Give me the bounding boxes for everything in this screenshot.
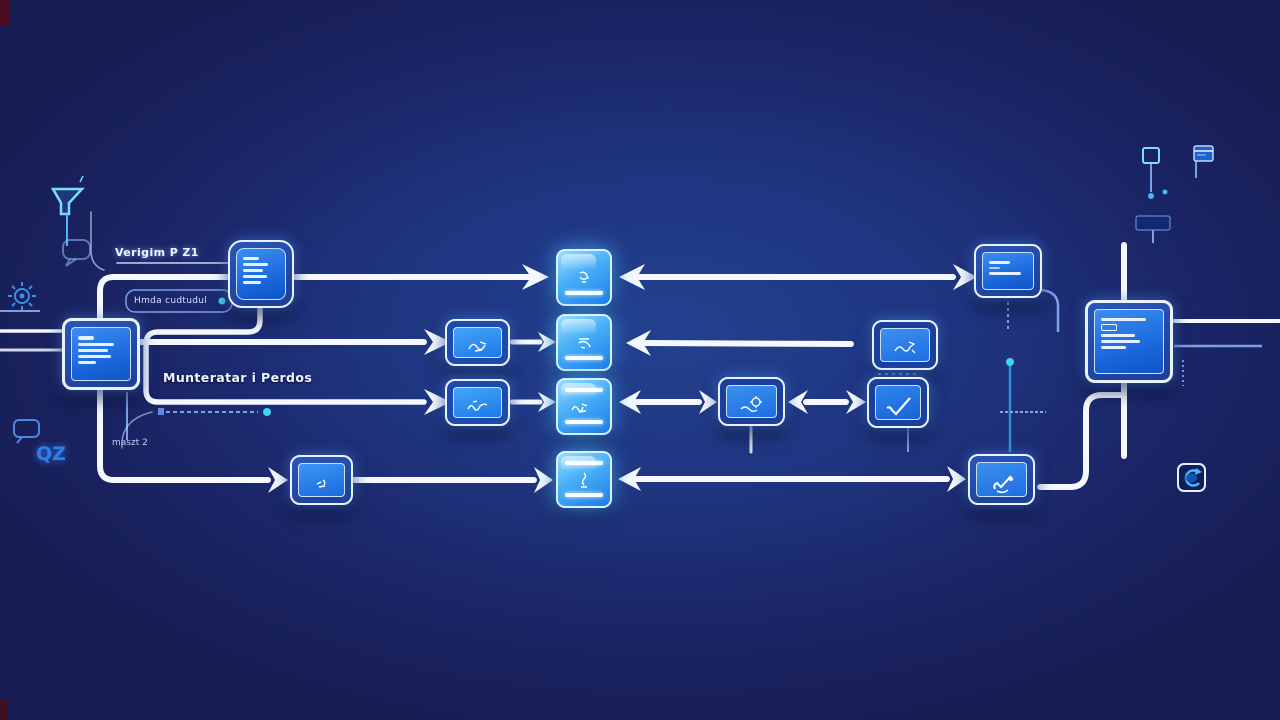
scribble-icon (581, 472, 587, 488)
qz-label: QZ (36, 443, 66, 465)
window-list-icon (1094, 309, 1164, 374)
scribble-icon (466, 400, 487, 411)
mini-window-icon (1193, 145, 1214, 162)
scribble-icon (579, 271, 589, 283)
node-process-left-2 (445, 379, 510, 426)
monitors-caption-label: Munteratar i Perdos (163, 370, 313, 385)
node-document (228, 240, 294, 308)
scribble-icon (578, 337, 591, 349)
version-label: Verigim P Z1 (115, 246, 199, 259)
gear-scribble-icon (740, 396, 762, 412)
trace-note-label: Hmda cudtudul (134, 296, 208, 306)
node-check (867, 377, 929, 428)
scribble-icon (467, 341, 486, 352)
gear-icon (8, 282, 36, 310)
gear-scribble-icon (894, 341, 916, 354)
node-ingest (290, 455, 353, 505)
white-connectors (0, 211, 1280, 490)
funnel-icon (50, 175, 85, 246)
document-list-icon (236, 248, 286, 300)
window-list-icon (982, 252, 1034, 290)
corner-artifact-top (0, 0, 10, 26)
scribble-icon (571, 402, 588, 413)
node-source-monitor (62, 318, 140, 390)
mini-block (1135, 215, 1171, 231)
trace-dots (218, 189, 1168, 416)
scribble-icon (316, 479, 325, 488)
node-hub-1 (556, 249, 612, 306)
mini-square-icon (1142, 147, 1160, 164)
node-hub-2 (556, 314, 612, 371)
node-output-monitor (1085, 300, 1173, 383)
arrowheads (268, 264, 977, 493)
node-hub-4 (556, 451, 612, 508)
checkmark-icon (886, 397, 911, 416)
speech-bubble-icon (62, 239, 91, 267)
check-hand-icon (992, 475, 1013, 494)
mast-label: maszt 2 (112, 438, 148, 448)
refresh-icon (1177, 463, 1206, 492)
node-hub-3 (556, 378, 612, 435)
node-monitor-right (974, 244, 1042, 298)
trace-lines (0, 161, 1262, 452)
node-process-right-1 (872, 320, 938, 370)
chat-bubble-icon (13, 419, 40, 444)
node-process-left-1 (445, 319, 510, 366)
node-approve (968, 454, 1035, 505)
corner-artifact-bottom (0, 700, 8, 720)
node-relay (718, 377, 785, 426)
window-list-icon (71, 327, 131, 381)
